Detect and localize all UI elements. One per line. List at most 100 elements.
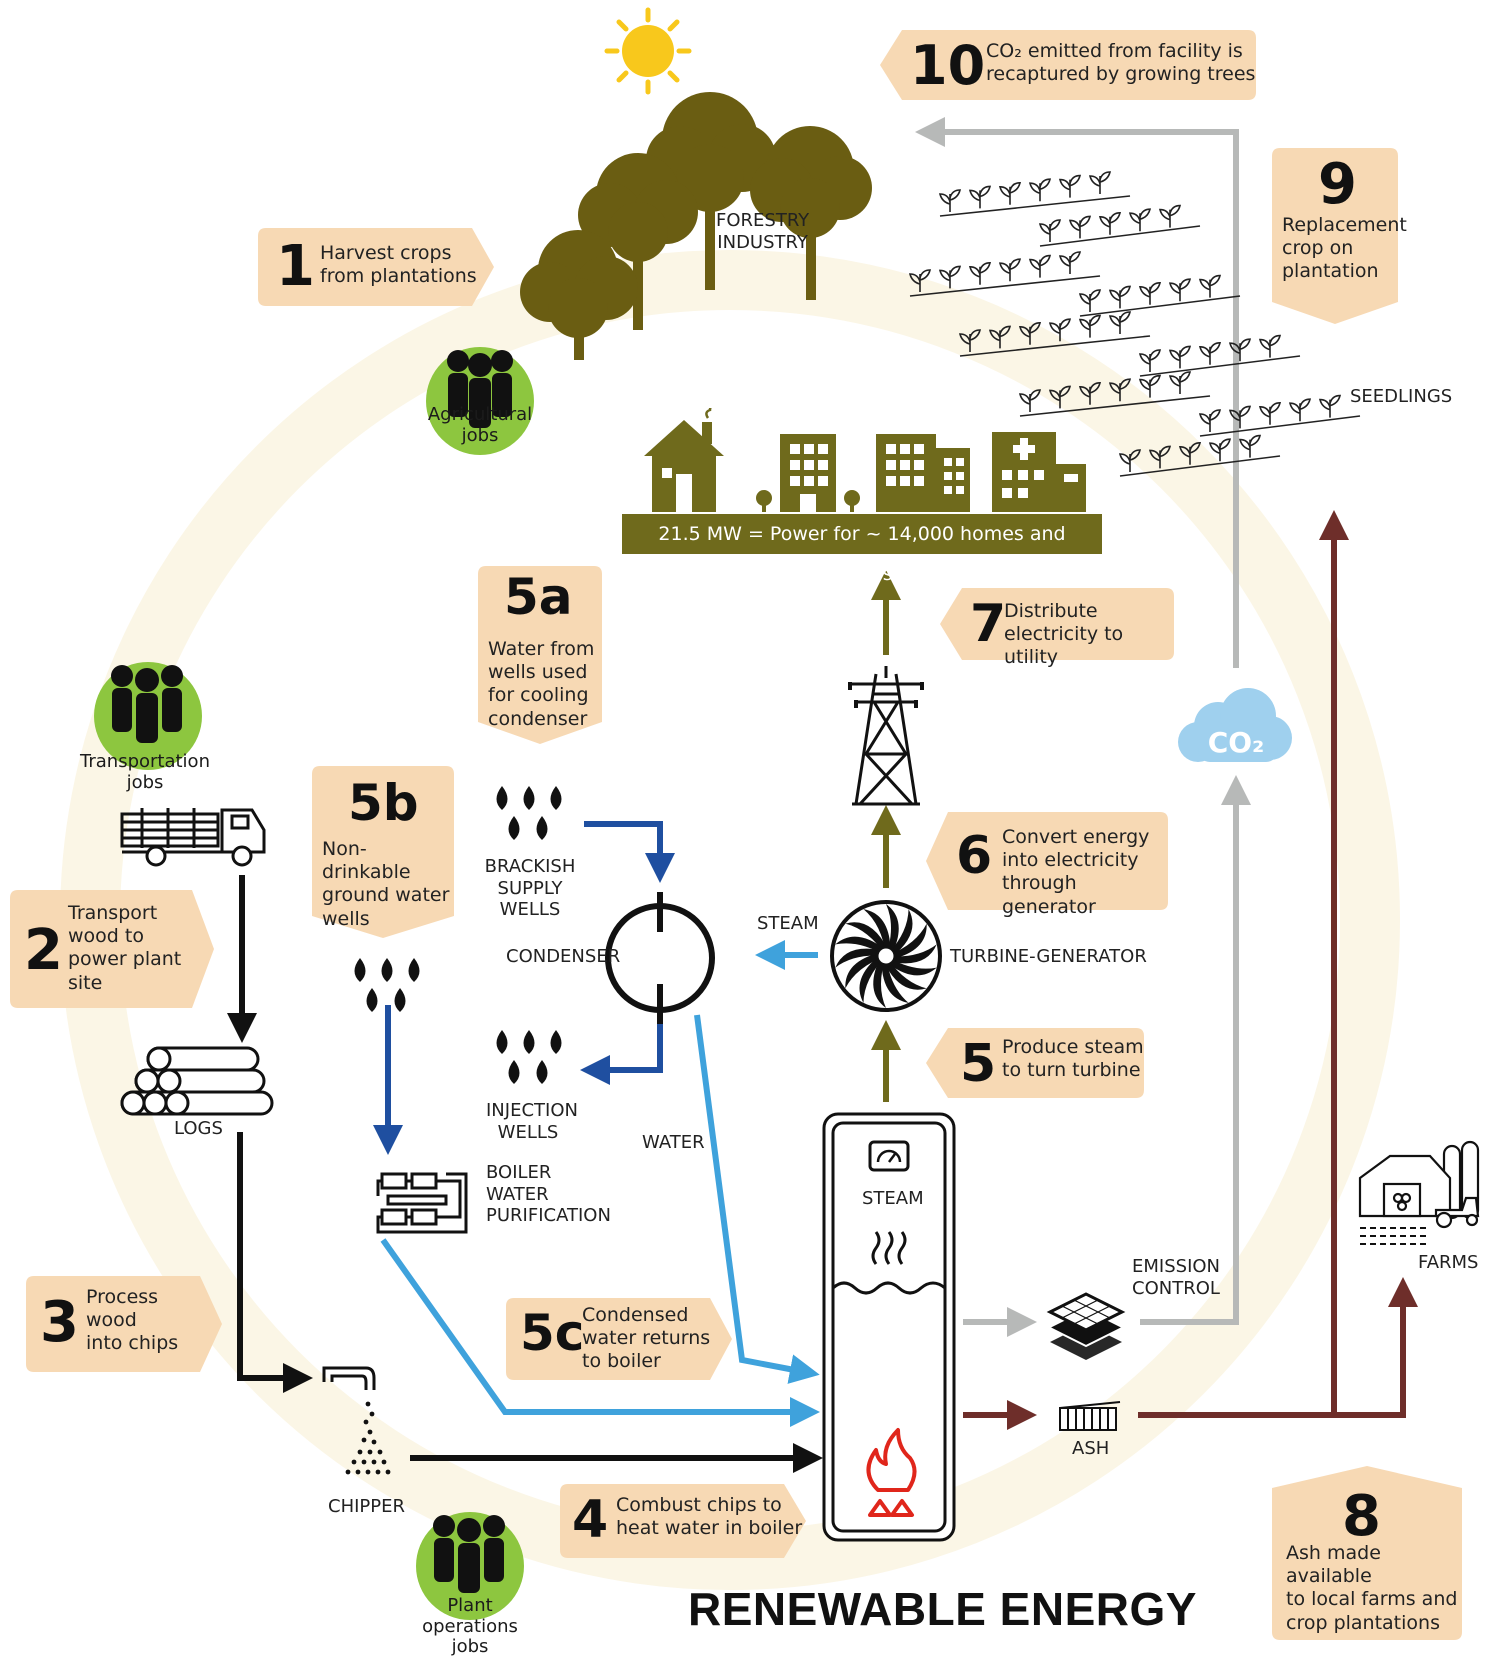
seedling-icon [1258,334,1282,358]
step-text-line: site [68,971,103,994]
seedling-icon [1138,281,1162,305]
boiler-icon [822,1112,956,1542]
step-number: 5c [520,1304,585,1362]
seedling-row-line [1019,395,1211,417]
water-drop-icon [496,786,508,810]
ground-water-drops-icon [354,958,420,1012]
step-text-line: Process [86,1286,159,1308]
jobs-line: Transportation [80,751,210,772]
water-drop-icon [523,786,535,810]
seedling-icon [1208,438,1232,462]
step-text-line: Transport [68,902,158,924]
jobs-line: operations [422,1615,518,1637]
step-number: 9 [1318,152,1357,217]
seedling-icon [968,185,992,209]
seedling-icon [1228,405,1252,429]
seedling-row-line [1079,295,1241,317]
step-text-line: Ash made available [1286,1542,1381,1588]
emission-control-label: EMISSION CONTROL [1132,1256,1220,1299]
turbine-generator-icon [830,900,942,1012]
turbine-blade [886,956,937,976]
seedling-icon [1258,401,1282,425]
seedling-icon [1178,441,1202,465]
seedling-icon [1128,208,1152,232]
seedling-icon [1198,409,1222,432]
seedling-icon [1138,349,1162,372]
seedling-icon [1288,398,1312,422]
ash-label: ASH [1072,1438,1110,1459]
step-text-line: to turn turbine [1002,1059,1141,1082]
label-line: SUPPLY WELLS [497,877,563,921]
seedling-icon [1088,171,1112,194]
seedling-row-line [1139,355,1301,377]
transmission-tower-icon [848,666,924,806]
plant-jobs-badge [414,1510,526,1622]
step-text-line: plantation [1282,260,1379,283]
step-number: 4 [572,1490,609,1550]
arrow-purification-to-boiler [380,1238,820,1427]
water-drop-icon [536,1060,548,1084]
seedling-row-line [1119,455,1281,477]
callout-shape [560,1484,806,1558]
seedling-icon [1068,215,1092,239]
water-drop-icon [508,816,520,840]
step-number: 2 [24,918,63,983]
steam-arrow-label: STEAM [757,913,819,934]
step-text-line: water returns [582,1327,711,1350]
seedling-icon [1058,251,1082,274]
turbine-generator-label: TURBINE-GENERATOR [950,946,1147,967]
jobs-line: jobs [126,771,164,793]
water-drop-icon [381,958,393,982]
callout-shape [258,228,494,306]
step-number: 5a [504,568,573,626]
page-title: RENEWABLE ENERGY [688,1583,1197,1635]
step-number: 3 [40,1290,79,1355]
step-number: 1 [276,234,315,299]
seedling-icon [1048,318,1072,342]
chipper-icon [322,1366,391,1475]
arrow-logs-to-chipper [237,1132,313,1393]
step-text-line: wells [322,907,370,930]
emission-control-icon [1046,1292,1126,1360]
step-text-line: ground water [322,884,450,907]
step-number: 6 [956,826,993,886]
step-text-line: Water from [488,638,595,660]
seedling-icon [1078,381,1102,405]
step-text-line: into electricity [1002,849,1139,872]
step-text-line: Convert energy [1002,826,1150,848]
boiler-water-purification-label: BOILER WATER PURIFICATION [486,1162,611,1227]
seedling-icon [1048,385,1072,409]
transportation-jobs-label: Transportation jobs [70,751,220,793]
ash-container-icon [1059,1401,1121,1431]
step-text-line: Condensed [582,1304,689,1326]
callout-shape [940,588,1174,660]
step-text-line: Non-drinkable [322,838,411,884]
step-number: 10 [910,34,986,97]
label-line: CONTROL [1132,1277,1220,1299]
seedlings-label: SEEDLINGS [1350,386,1453,407]
step-text-line: Distribute [1004,600,1098,622]
step-number: 8 [1342,1484,1381,1549]
people-icon [94,662,202,770]
step-text-line: recaptured by growing trees [986,63,1256,86]
callout-shape [926,812,1168,910]
step-text-line: CO₂ emitted from facility is [986,40,1243,62]
arrow-condenser-to-injection [580,1010,663,1085]
seedling-row-line [1039,225,1201,247]
logs-label: LOGS [174,1118,223,1139]
arrow-condenser-water-to-boiler [694,1014,820,1384]
seedling-icon [1168,278,1192,302]
seedling-icon [1058,174,1082,198]
step-text-line: Replacement [1282,214,1407,236]
step-number: 5b [348,774,419,832]
seedling-icon [1168,371,1192,394]
seedling-row-line [909,275,1101,297]
seedlings-field-icon [908,171,1361,477]
